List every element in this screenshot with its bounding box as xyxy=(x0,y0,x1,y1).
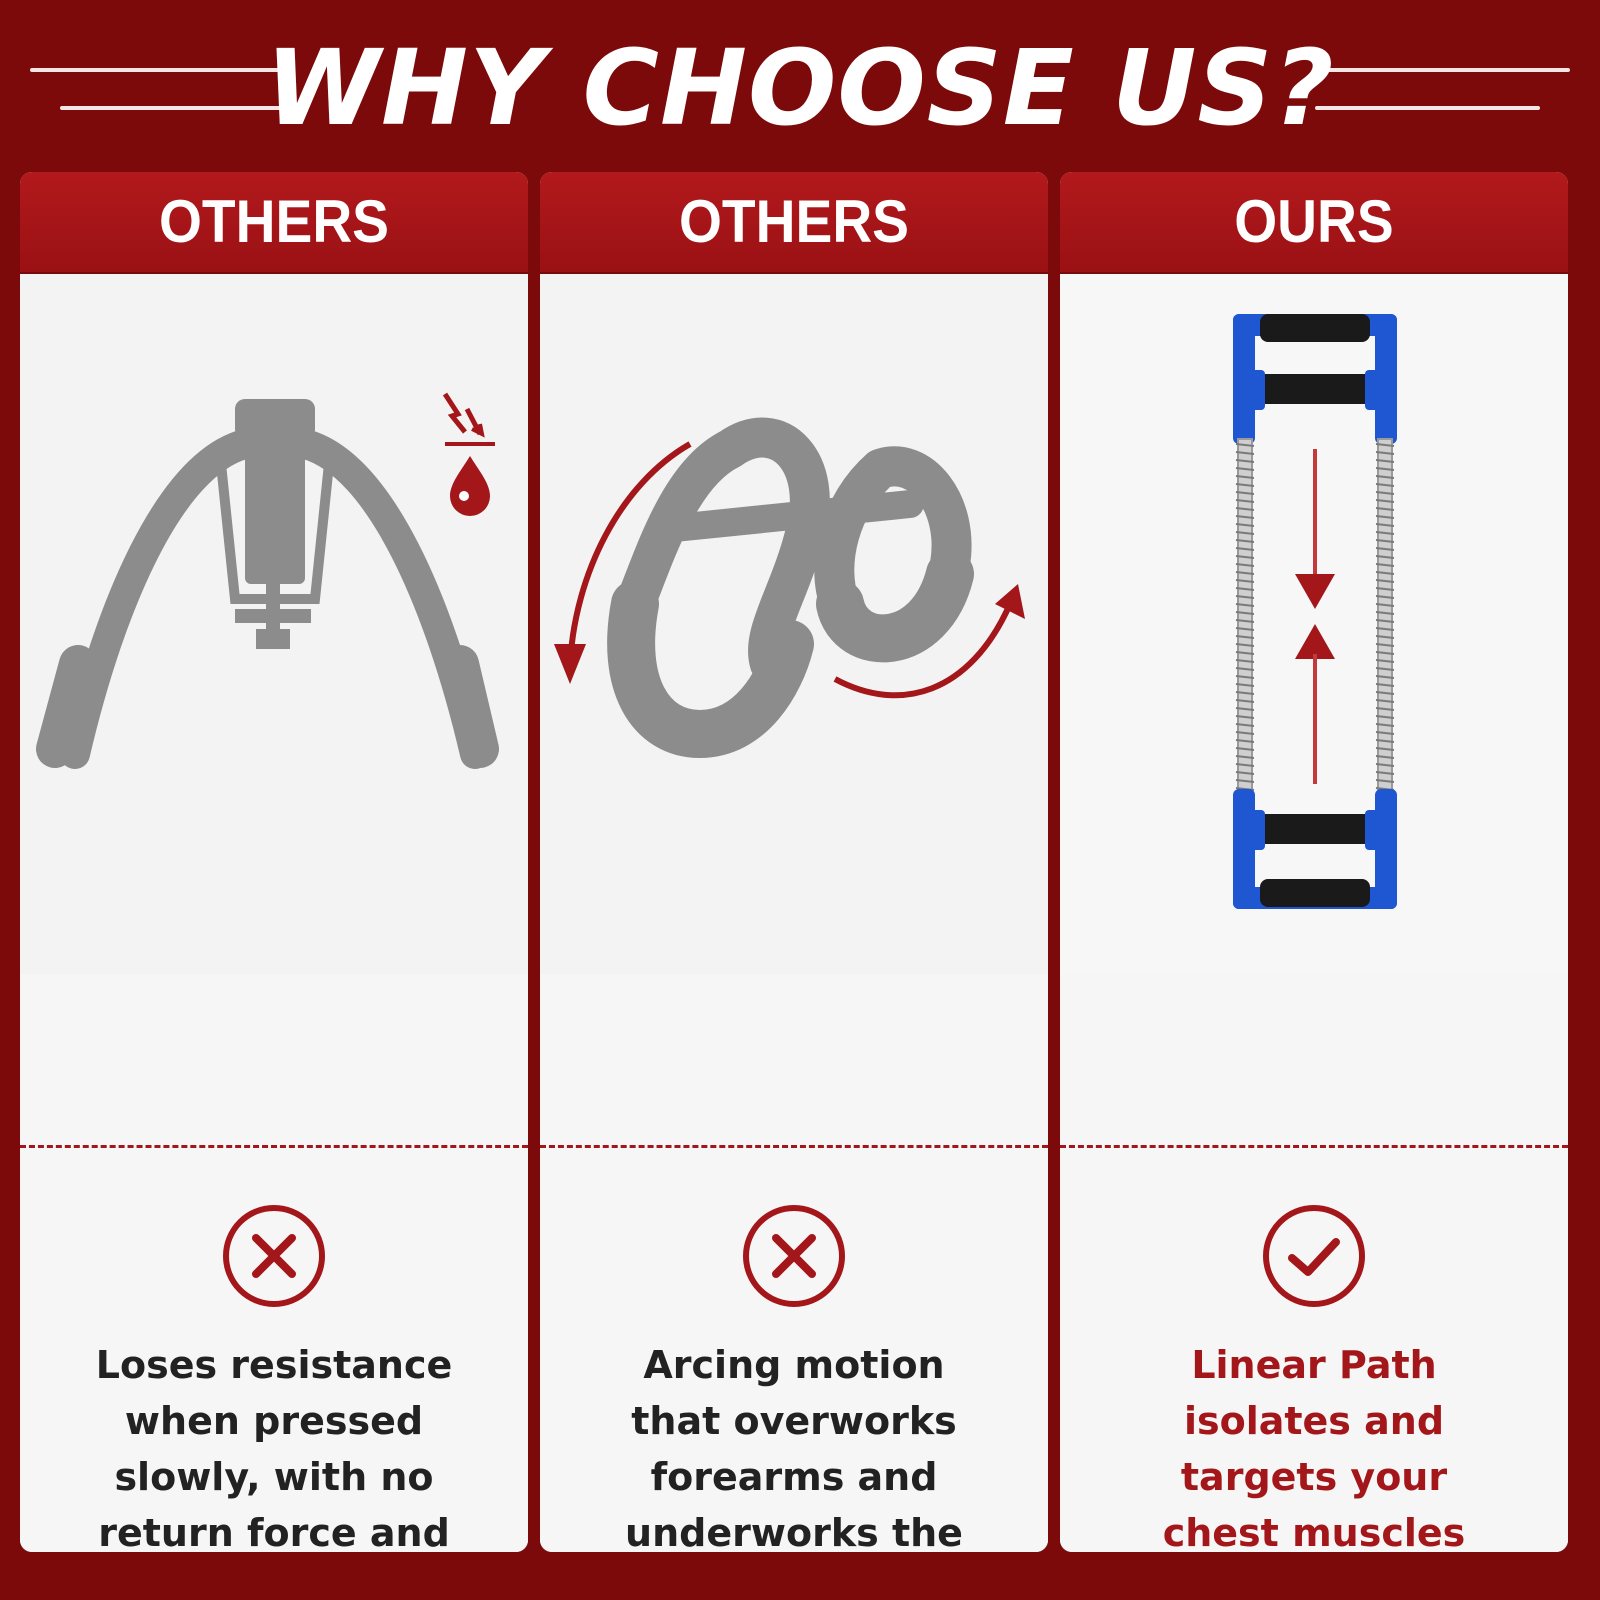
linear-spring-chest-expander-icon xyxy=(1233,314,1397,909)
column-description: Arcing motion that overworks forearms an… xyxy=(625,1343,963,1552)
x-circle-icon xyxy=(220,1202,328,1310)
hydraulic-arm-blaster-icon xyxy=(36,392,499,769)
column-header: OTHERS xyxy=(540,172,1048,274)
title-decor-line-left-2 xyxy=(60,106,285,110)
title-decor-line-left-1 xyxy=(30,68,285,72)
dashed-divider xyxy=(540,1145,1048,1148)
dashed-divider xyxy=(20,1145,528,1148)
column-body xyxy=(1060,274,1568,1552)
column-label: OURS xyxy=(1234,188,1394,255)
product-image-area xyxy=(20,274,528,974)
check-circle-icon xyxy=(1260,1202,1368,1310)
title-decor-line-right-2 xyxy=(1315,106,1540,110)
column-body xyxy=(20,274,528,1552)
column-label: OTHERS xyxy=(158,188,390,255)
page-title: WHY CHOOSE US? xyxy=(265,27,1335,149)
column-header: OTHERS xyxy=(20,172,528,274)
x-circle-icon xyxy=(740,1202,848,1310)
column-label: OTHERS xyxy=(678,188,910,255)
title-decor-line-right-1 xyxy=(1315,68,1570,72)
column-description: Loses resistance when pressed slowly, wi… xyxy=(95,1343,453,1552)
column-header: OURS xyxy=(1060,172,1568,274)
product-image-area xyxy=(1060,274,1568,974)
product-image-area xyxy=(540,274,1048,974)
comparison-column-others-1: OTHERS xyxy=(20,172,528,1552)
figure-eight-spring-icon xyxy=(554,417,1025,759)
dashed-divider xyxy=(1060,1145,1568,1148)
comparison-column-others-2: OTHERS xyxy=(540,172,1048,1552)
header: WHY CHOOSE US? xyxy=(0,0,1600,170)
column-description: Linear Path isolates and targets your ch… xyxy=(1162,1343,1466,1552)
comparison-column-ours: OURS xyxy=(1060,172,1568,1552)
column-body xyxy=(540,274,1048,1552)
